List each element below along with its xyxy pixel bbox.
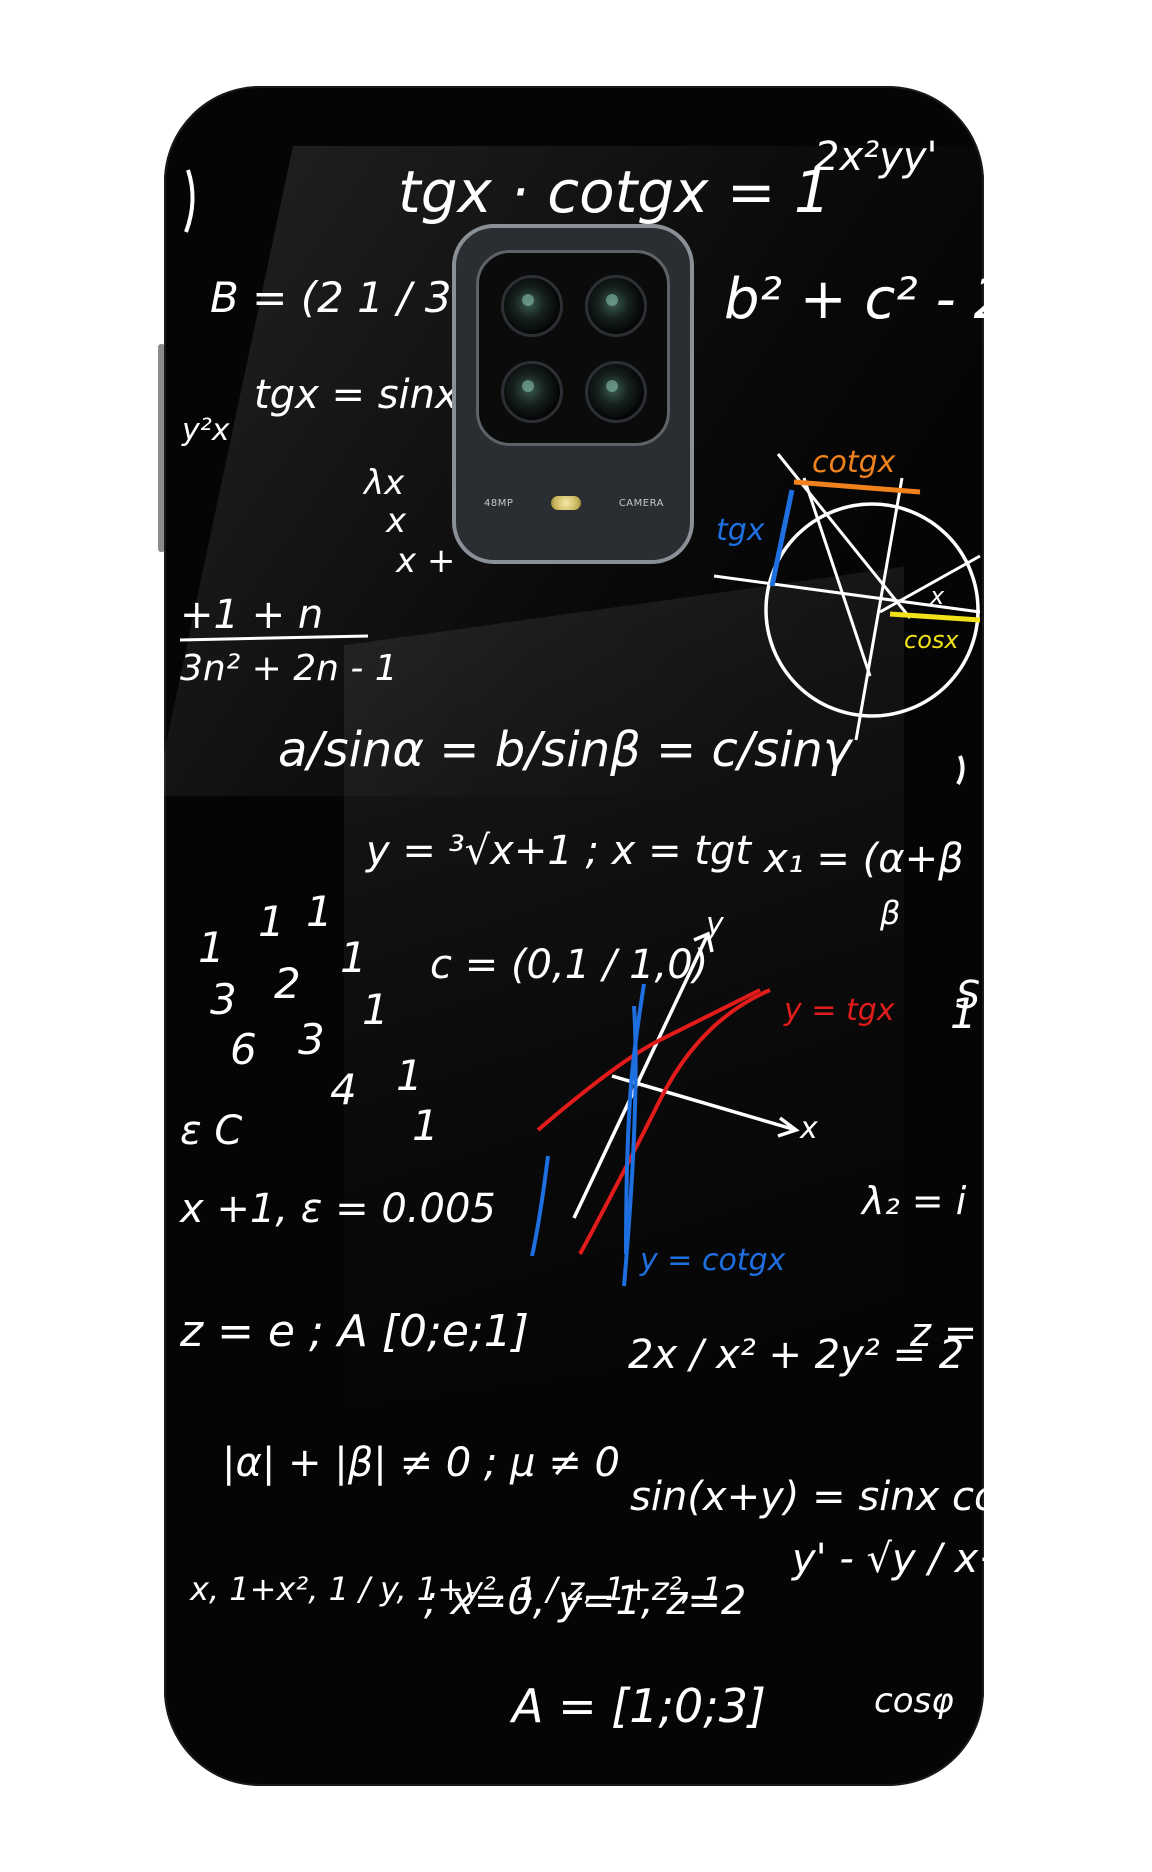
digit: 6 — [230, 1025, 257, 1074]
formula-epsilon: x +1, ε = 0.005 — [178, 1186, 496, 1232]
formula-sin-sum: sin(x+y) = sinx cos — [630, 1474, 984, 1520]
digit: 1 — [412, 1101, 439, 1150]
camera-lens-icon — [501, 361, 563, 423]
camera-text-label: CAMERA — [618, 497, 664, 509]
camera-lens-icon — [501, 275, 563, 337]
formula-plus1-n: +1 + n — [180, 592, 323, 638]
formula-cosphi: cosφ — [874, 1681, 954, 1721]
formula-x-plus: x + — [395, 541, 455, 581]
camera-module: 48MP CAMERA — [452, 224, 694, 564]
camera-lens-icon — [585, 275, 647, 337]
formula-alpha-beta: |α| + |β| ≠ 0 ; μ ≠ 0 — [222, 1440, 620, 1486]
formula-matrix-c: c = (0,1 / 1,0) — [430, 942, 708, 988]
scattered-digits: 1 1 1 1 2 1 3 6 3 1 4 1 1 — [198, 887, 977, 1150]
camera-label-strip: 48MP CAMERA — [484, 486, 664, 520]
digit: 1 — [362, 985, 389, 1034]
digit: 1 — [950, 989, 977, 1038]
label-point-x: x — [929, 582, 945, 610]
formula-fragment-left: y²x — [181, 413, 230, 448]
phone-case: tgx · cotgx = 1 2x²yy' B = (2 1 / 3 0 b²… — [164, 86, 984, 1786]
label-y-cotgx: y = cotgx — [639, 1243, 786, 1278]
formula-b2c2: b² + c² - 2 — [724, 267, 984, 332]
formula-lambda2: λ₂ = i — [860, 1179, 967, 1223]
digit: 1 — [340, 933, 367, 982]
bracket-mark-right — [956, 755, 965, 785]
unit-circle-diagram: cotgx tgx cosx x — [713, 445, 981, 741]
digit: 2 — [274, 959, 301, 1008]
formula-x1: x₁ = (α+β — [762, 836, 964, 882]
digit: 3 — [298, 1015, 325, 1064]
formula-a-vector: A = [1;0;3] — [509, 1679, 766, 1733]
digit: 1 — [198, 923, 225, 972]
label-tgx: tgx — [716, 513, 765, 548]
camera-lens-plate — [476, 250, 670, 446]
label-cosx: cosx — [904, 626, 959, 654]
formula-2x2yy: 2x²yy' — [814, 134, 938, 180]
formula-tg-cotg: tgx · cotgx = 1 — [398, 158, 831, 226]
camera-lens-icon — [585, 361, 647, 423]
formula-law-of-sines: a/sinα = b/sinβ = c/sinγ — [278, 722, 854, 778]
formula-z-e: z = e ; A [0;e;1] — [179, 1306, 529, 1357]
fraction-bar — [179, 634, 369, 642]
flash-icon — [551, 496, 582, 510]
formula-y-prime: y' - √y / x+2 — [791, 1536, 984, 1582]
formula-eps-c: ε C — [180, 1108, 242, 1154]
bracket-mark — [184, 169, 195, 233]
function-graph: y x y = tgx y = cotgx — [530, 907, 895, 1287]
formula-print: tgx · cotgx = 1 2x²yy' B = (2 1 / 3 0 b²… — [178, 134, 984, 1733]
formula-cuberoot: y = ³√x+1 ; x = tgt — [365, 828, 752, 874]
formula-matrix-b: B = (2 1 / 3 0 — [210, 273, 492, 322]
formula-x: x — [385, 501, 407, 541]
label-cotgx: cotgx — [812, 445, 896, 480]
formula-beta: β — [879, 894, 900, 932]
formula-2x-frac: 2x / x² + 2y² = 2 — [628, 1332, 964, 1378]
digit: 1 — [306, 887, 333, 936]
formula-fragment-s: S — [956, 973, 980, 1017]
digit: 3 — [210, 975, 237, 1024]
formula-z-eq: z = — [909, 1310, 977, 1356]
digit: 1 — [258, 897, 285, 946]
side-button — [158, 344, 165, 552]
formula-xyz-values: ; x=0, y=1, z=2 — [424, 1578, 746, 1624]
formula-matrix-xyz: x, 1+x², 1 / y, 1+y², 1 / z, 1+z², 1 — [189, 1570, 722, 1608]
label-y-tgx: y = tgx — [783, 993, 895, 1028]
digit: 1 — [396, 1051, 423, 1100]
digit: 4 — [330, 1065, 357, 1114]
camera-megapixel-label: 48MP — [484, 497, 514, 509]
formula-3n2: 3n² + 2n - 1 — [180, 648, 398, 689]
formula-lambda-x: λx — [362, 463, 405, 503]
axis-label-x: x — [799, 1111, 818, 1146]
axis-label-y: y — [705, 907, 725, 942]
